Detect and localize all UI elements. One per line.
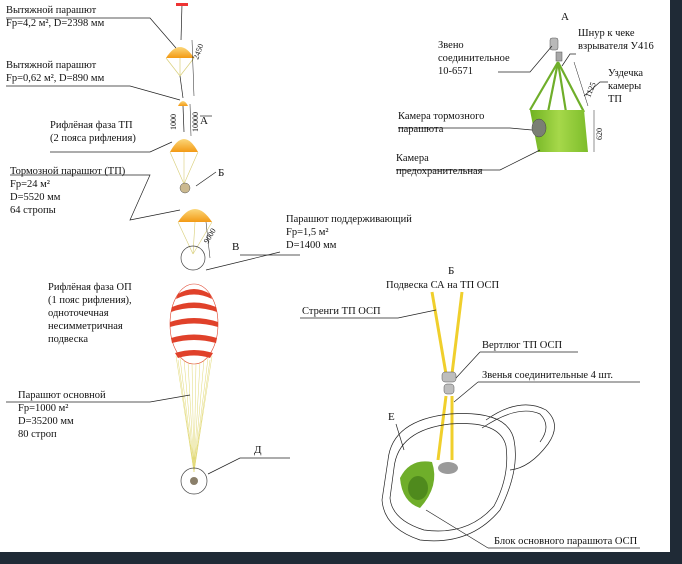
- pilot-bridle-line: [180, 3, 183, 41]
- label-main-area: Fp=1000 м²: [18, 403, 68, 414]
- label-reefed-tp-note: (2 пояса рифления): [50, 133, 136, 144]
- left-labels: Вытяжной парашют Fp=4,2 м², D=2398 мм Вы…: [6, 5, 412, 456]
- label-brake-title: Тормозной парашют (ТП): [10, 166, 126, 177]
- label-block: Блок основного парашюта ОСП: [494, 536, 638, 547]
- camera-bridle: [529, 61, 585, 113]
- svg-text:Вытяжной парашют: Вытяжной парашют: [6, 5, 97, 16]
- label-reefed-op-title: Рифлёная фаза ОП: [48, 282, 132, 293]
- dim-620: 620: [595, 128, 604, 140]
- label-support-diameter: D=1400 мм: [286, 240, 337, 251]
- diagram-sheet: 2450 1000 10000 9000: [0, 0, 670, 552]
- label-brake-cam-title: Камера тормозного: [398, 111, 484, 122]
- letter-d: Д: [254, 444, 262, 456]
- dim-9000: 9000: [202, 227, 218, 245]
- label-support-area: Fp=1,5 м²: [286, 227, 329, 238]
- label-bridle-tp: ТП: [608, 94, 622, 105]
- label-link-type: соединительное: [438, 53, 510, 64]
- label-reefed-op-note4: подвеска: [48, 334, 88, 345]
- label-drogue2-title: Вытяжной парашют: [6, 60, 97, 71]
- label-reefed-tp-title: Рифлёная фаза ТП: [50, 120, 133, 131]
- label-link-title: Звено: [438, 40, 464, 51]
- capsule-d: [190, 477, 198, 485]
- label-links4: Звенья соединительные 4 шт.: [482, 370, 613, 381]
- label-support-title: Парашют поддерживающий: [286, 214, 412, 225]
- label-suspension: Подвеска СА на ТП ОСП: [386, 280, 500, 291]
- suspension-detail: Б Подвеска СА на ТП ОСП: [300, 265, 640, 549]
- circle-d: [180, 467, 208, 495]
- label-drogue1-title: Вытяжной парашют: [6, 5, 97, 16]
- label-cord-target: взрывателя У416: [578, 41, 654, 52]
- label-main-diameter: D=35200 мм: [18, 416, 74, 427]
- connecting-link: [549, 37, 559, 51]
- label-reefed-op-note2: одноточечная: [48, 308, 109, 319]
- circle-v: [180, 245, 206, 271]
- label-cord-title: Шнур к чеке: [578, 28, 635, 39]
- letter-b-right: Б: [448, 265, 454, 277]
- capsule-b: [179, 182, 191, 194]
- letter-e: Е: [388, 411, 395, 423]
- label-main-lines: 80 строп: [18, 429, 57, 440]
- letter-b-left: Б: [218, 167, 224, 179]
- label-main-title: Парашют основной: [18, 390, 106, 401]
- drogue-lines-1: [165, 57, 195, 77]
- label-safety-cam-sub: предохранительная: [396, 166, 483, 177]
- label-reefed-op-note3: несимметричная: [48, 321, 123, 332]
- label-brake-diameter: D=5520 мм: [10, 192, 61, 203]
- label-swivel: Вертлюг ТП ОСП: [482, 340, 562, 351]
- pilot-cap: [176, 3, 188, 6]
- label-brake-cam-sub: парашюта: [398, 124, 444, 135]
- dim-10000: 10000: [191, 112, 200, 132]
- osp-links: [436, 395, 454, 461]
- camera-detail: А 620 1125 Звено соединительн: [396, 11, 654, 177]
- dim-2450: 2450: [191, 43, 205, 61]
- letter-v: В: [232, 241, 239, 253]
- osp-risers: [430, 291, 464, 375]
- reefed-brake-lines: [169, 151, 199, 185]
- letter-a-right: А: [561, 11, 569, 23]
- label-bridle-of: камеры: [608, 81, 641, 92]
- drogue-canopy-1: [166, 47, 194, 58]
- connecting-link-lower: [555, 51, 563, 62]
- label-bridle-title: Уздечка: [608, 68, 643, 79]
- brake-chute-camera: [530, 110, 588, 152]
- main-chute-block: [400, 461, 458, 508]
- label-brake-area: Fp=24 м²: [10, 179, 50, 190]
- parachute-system-diagram: 2450 1000 10000 9000: [6, 3, 654, 549]
- label-risers: Стренги ТП ОСП: [302, 306, 381, 317]
- safety-camera: [531, 118, 547, 138]
- label-drogue2-spec: Fp=0,62 м², D=890 мм: [6, 73, 105, 84]
- drogue-canopy-2: [178, 101, 188, 106]
- dim-1000: 1000: [169, 114, 178, 130]
- label-reefed-op-note: (1 пояс рифления),: [48, 295, 132, 306]
- letter-a-left: А: [200, 115, 208, 127]
- label-link-code: 10-6571: [438, 66, 473, 77]
- main-canopy-stripes: [170, 289, 218, 358]
- label-drogue1-spec: Fp=4,2 м², D=2398 мм: [6, 18, 105, 29]
- main-canopy-lines: [175, 355, 213, 473]
- brake-lines: [177, 221, 213, 255]
- capsule-outline: [381, 404, 555, 542]
- brake-canopy: [178, 209, 212, 222]
- osp-swivel: [441, 371, 457, 395]
- label-safety-cam-title: Камера: [396, 153, 429, 164]
- label-brake-lines: 64 стропы: [10, 205, 56, 216]
- reefed-brake-canopy: [170, 139, 198, 152]
